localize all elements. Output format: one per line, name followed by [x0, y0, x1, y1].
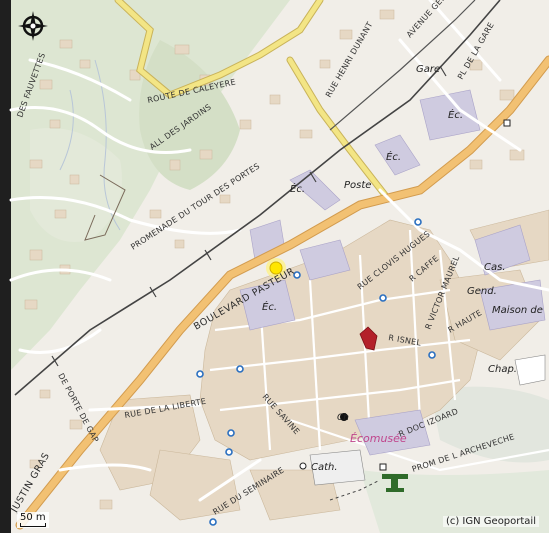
poi-marker[interactable] — [428, 351, 436, 359]
label-ecomusee: Écomusée — [350, 432, 407, 445]
poi-marker[interactable] — [225, 448, 233, 456]
footpath — [84, 174, 126, 241]
label-cas: Cas. — [484, 262, 506, 273]
label-gend: Gend. — [467, 286, 497, 297]
label-ec-3: Éc. — [290, 182, 305, 195]
label-ec-2: Éc. — [386, 150, 401, 163]
monument-icon[interactable] — [382, 474, 408, 492]
secondary-roads — [114, 0, 389, 199]
public-buildings — [239, 89, 546, 486]
railway-line — [14, 0, 501, 396]
label-ec-1: Éc. — [448, 108, 463, 121]
label-ec-4: Éc. — [262, 300, 277, 313]
church-marker[interactable] — [340, 413, 348, 421]
poi-marker[interactable] — [293, 271, 301, 279]
streams — [59, 59, 121, 231]
minor-roads — [9, 0, 549, 502]
label-maison-de: Maison de — [492, 305, 543, 316]
footpath-dashed — [329, 479, 381, 501]
label-cath: Cath. — [311, 462, 338, 473]
location-marker-icon[interactable] — [266, 258, 286, 278]
label-chap: Chap. — [488, 364, 517, 375]
small-square-marker[interactable] — [503, 119, 511, 127]
label-ch: Ch — [337, 413, 349, 423]
poi-marker[interactable] — [209, 518, 217, 526]
scale-bar-line — [20, 523, 46, 527]
attribution-link[interactable]: (c) IGN Geoportail — [442, 516, 539, 527]
scale-bar: 50 m — [17, 512, 49, 528]
poi-marker[interactable] — [236, 365, 244, 373]
poi-marker[interactable] — [196, 370, 204, 378]
compass-icon[interactable] — [17, 10, 49, 42]
main-roads — [15, 55, 549, 530]
poi-marker[interactable] — [227, 429, 235, 437]
scale-label: 50 m — [20, 512, 46, 523]
town-streets — [209, 229, 549, 472]
label-poste: Poste — [344, 180, 371, 191]
poi-marker[interactable] — [414, 218, 422, 226]
small-square-marker[interactable] — [379, 463, 387, 471]
map-edge — [0, 0, 11, 533]
poi-markers[interactable] — [196, 218, 436, 526]
cathedral-marker[interactable] — [299, 462, 307, 470]
poi-marker[interactable] — [379, 294, 387, 302]
highlighted-building[interactable] — [359, 326, 378, 351]
label-gare: Gare — [416, 64, 440, 75]
